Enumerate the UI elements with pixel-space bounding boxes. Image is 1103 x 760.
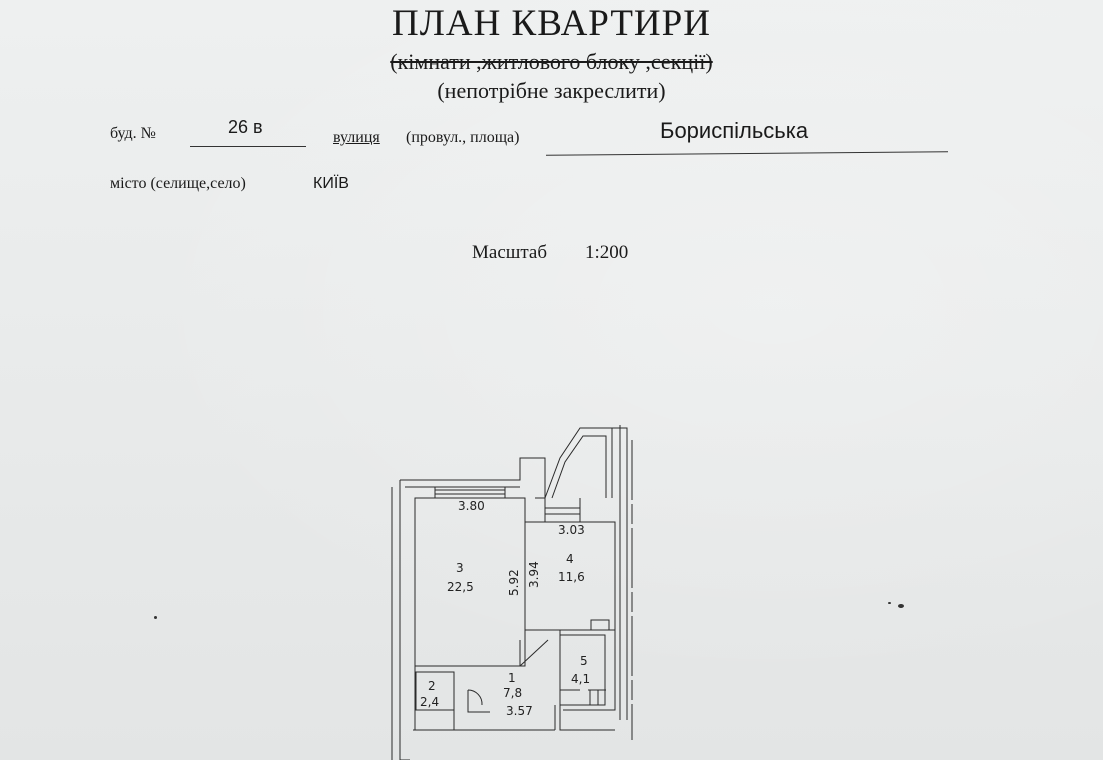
room3-area: 22,5 <box>447 580 474 594</box>
city-label: місто (селище,село) <box>110 175 246 192</box>
street-label: вулиця <box>333 129 380 146</box>
building-value: 26 в <box>228 117 263 137</box>
scale-value: 1:200 <box>585 242 629 263</box>
paper-speck <box>898 604 904 608</box>
room3-number: 3 <box>456 561 464 575</box>
dim-hall-width: 3.57 <box>506 704 533 718</box>
room4-number: 4 <box>566 552 574 566</box>
room2-area: 2,4 <box>420 695 439 709</box>
room4-area: 11,6 <box>558 570 585 584</box>
dim-room4-depth: 3.94 <box>527 561 541 588</box>
city-value: КИЇВ <box>313 175 349 192</box>
room1-number: 1 <box>508 671 516 685</box>
dim-room3-width: 3.80 <box>458 499 485 513</box>
building-label: буд. № <box>110 125 156 142</box>
room1-area: 7,8 <box>503 686 522 700</box>
street-sub-label: (провул., площа) <box>406 129 520 146</box>
paper-speck <box>154 616 157 619</box>
struck-subtitle-text: (кімнати ,житлового блоку ,секції) <box>390 49 713 74</box>
subtitle-note: (непотрібне закреслити) <box>437 78 666 103</box>
room5-number: 5 <box>580 654 588 668</box>
paper-speck <box>888 602 891 604</box>
document-title: ПЛАН КВАРТИРИ <box>392 3 711 44</box>
struck-subtitle: (кімнати ,житлового блоку ,секції) <box>0 49 1103 75</box>
scale-label: Масштаб <box>472 242 548 263</box>
dim-room3-depth: 5.92 <box>507 569 521 596</box>
room2-number: 2 <box>428 679 436 693</box>
room5-area: 4,1 <box>571 672 590 686</box>
dim-room4-width: 3.03 <box>558 523 585 537</box>
building-underline <box>190 146 306 147</box>
street-value: Бориспільська <box>660 118 809 143</box>
